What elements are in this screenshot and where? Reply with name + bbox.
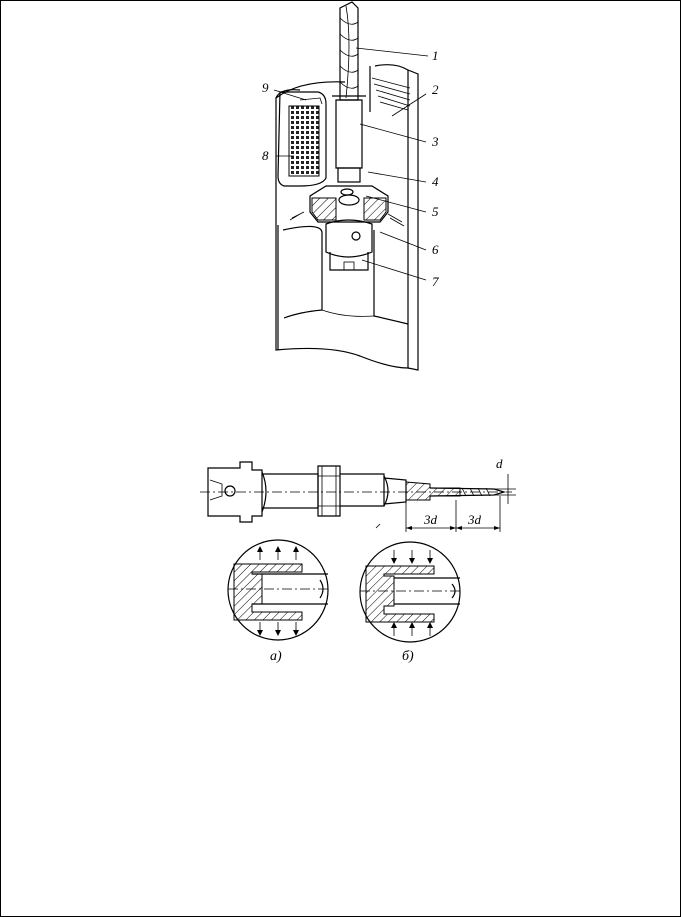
detail-a-circle xyxy=(227,539,329,641)
dimension-d: d xyxy=(496,456,503,471)
callout-5: 5 xyxy=(432,204,439,219)
callout-1: 1 xyxy=(432,48,439,63)
caption-a: а) xyxy=(270,649,282,664)
dimension-3d-right: 3d xyxy=(467,512,482,527)
drill-bit xyxy=(339,1,359,101)
detail-b-circle xyxy=(359,541,461,643)
callout-leaders xyxy=(273,47,429,281)
contraction-arrows-up xyxy=(391,622,433,636)
coil-winding xyxy=(277,91,327,187)
callout-6: 6 xyxy=(432,242,439,257)
contraction-arrows-down xyxy=(391,550,433,564)
callout-9: 9 xyxy=(262,80,269,95)
induction-heater-drawing: 1 2 3 4 5 6 7 8 9 xyxy=(262,1,439,371)
callout-3: 3 xyxy=(431,134,439,149)
callout-7: 7 xyxy=(432,274,439,289)
dimension-3d-left: 3d xyxy=(423,512,438,527)
callout-2: 2 xyxy=(432,82,439,97)
tool-holder-drawing: d 3d 3d xyxy=(200,456,516,532)
inductor-housing xyxy=(275,64,419,371)
expansion-arrows-down xyxy=(257,622,299,636)
expansion-arrows-up xyxy=(257,546,299,560)
caption-b: б) xyxy=(402,649,414,664)
callout-8: 8 xyxy=(262,148,269,163)
callout-4: 4 xyxy=(432,174,439,189)
shrink-chuck xyxy=(289,95,405,271)
